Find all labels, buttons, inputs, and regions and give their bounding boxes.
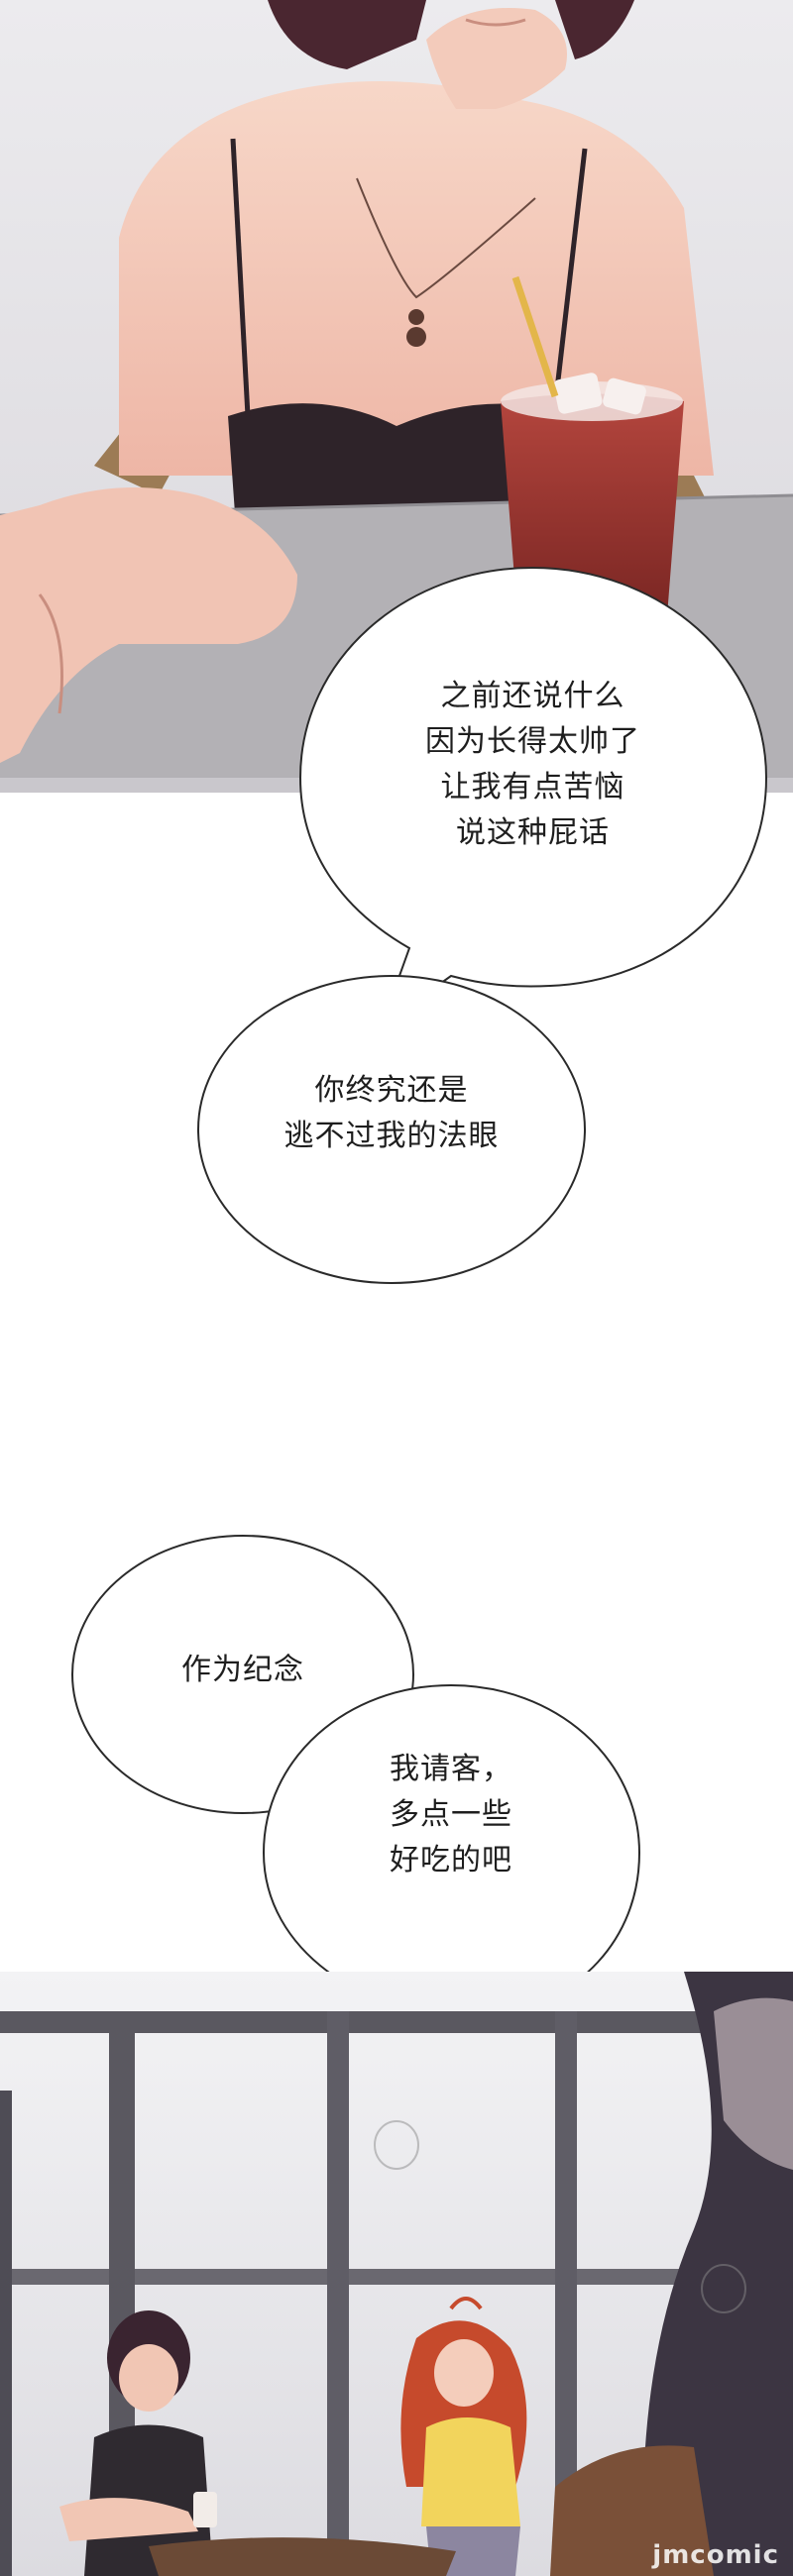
speech-bubble-2-shape	[197, 975, 586, 1284]
speech-bubble-1-text: 之前还说什么 因为长得太帅了 让我有点苦恼 说这种屁话	[425, 679, 640, 850]
woman-with-drink-illustration	[0, 0, 793, 793]
cafe-scene-illustration	[0, 1972, 793, 2576]
speech-bubble-2-text: 你终究还是 逃不过我的法眼	[283, 1073, 500, 1153]
speech-bubble-1: 之前还说什么 因为长得太帅了 让我有点苦恼 说这种屁话	[292, 560, 773, 1028]
speech-bubble-1-shape	[298, 566, 768, 1028]
speech-bubble-3-text: 作为纪念	[181, 1653, 304, 1687]
top-panel-illustration	[0, 0, 793, 793]
speech-bubble-2: 你终究还是 逃不过我的法眼	[193, 971, 590, 1288]
site-logo: jmcomic	[652, 2540, 779, 2570]
bottom-panel-illustration: jmcomic	[0, 1972, 793, 2576]
speech-bubble-4-text: 我请客， 多点一些 好吃的吧	[390, 1752, 512, 1878]
